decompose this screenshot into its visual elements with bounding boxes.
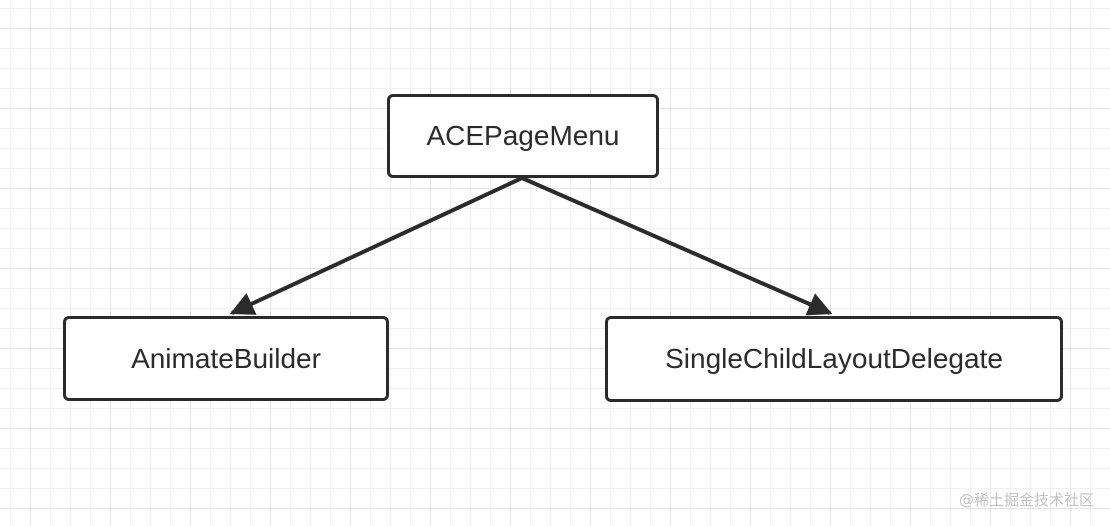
watermark: @稀土掘金技术社区 bbox=[958, 491, 1094, 509]
edge-root-to-animate-builder bbox=[229, 176, 523, 315]
edge-root-to-single-child-layout-delegate bbox=[521, 176, 833, 316]
node-label: AnimateBuilder bbox=[131, 342, 321, 374]
node-single-child-layout-delegate[interactable]: SingleChildLayoutDelegate bbox=[605, 316, 1063, 402]
node-animate-builder[interactable]: AnimateBuilder bbox=[63, 316, 389, 401]
node-label: SingleChildLayoutDelegate bbox=[665, 343, 1003, 374]
node-ace-page-menu[interactable]: ACEPageMenu bbox=[387, 94, 659, 178]
node-label: ACEPageMenu bbox=[426, 120, 620, 151]
